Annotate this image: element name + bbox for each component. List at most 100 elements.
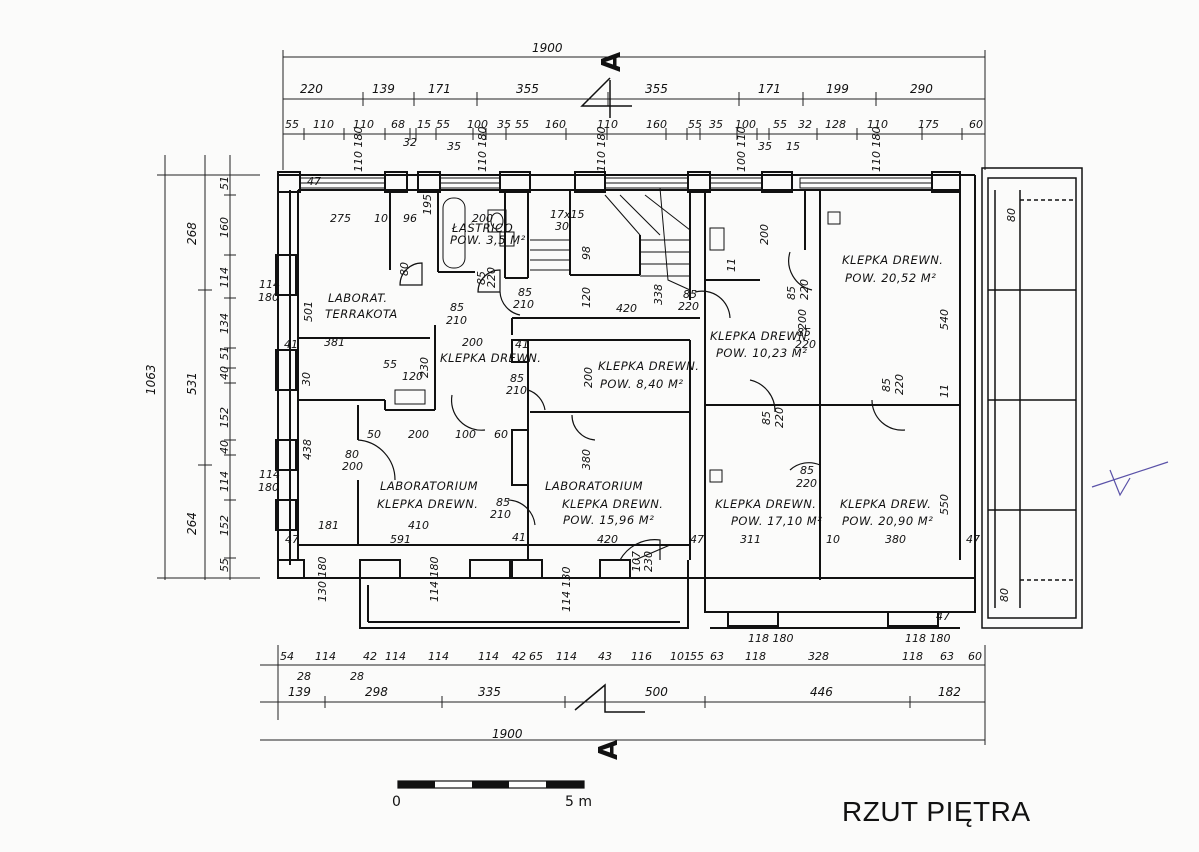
dim-label: 68 — [391, 118, 405, 131]
lower-annex — [359, 545, 976, 629]
room-floor: KLEPKA DREWN. — [377, 497, 478, 511]
dim-label: 380 — [885, 533, 906, 546]
dim-label: 100 — [467, 118, 488, 131]
dim-label: 60 — [494, 428, 508, 441]
dim-label: 355 — [516, 82, 539, 96]
dim-label: 15 — [786, 140, 800, 153]
room-area: POW. 17,10 M² — [731, 514, 822, 528]
dim-label: 200 — [796, 309, 809, 330]
dim-label: 40 — [218, 440, 231, 454]
dimension-lines-left — [157, 155, 260, 580]
dim-label: 114 — [385, 650, 406, 663]
dim-label: 32 — [798, 118, 812, 131]
dim-label: 200 — [582, 367, 595, 388]
dim-label: 63 — [710, 650, 724, 663]
dim-label: 200 — [758, 224, 771, 245]
dim-label: 175 — [918, 118, 939, 131]
dim-label: 41 — [515, 338, 529, 351]
dim-label: 11 — [725, 258, 738, 272]
dim-label: 85 — [785, 286, 798, 300]
dim-label: 110 180 — [476, 127, 489, 173]
dim-label: 118 — [902, 650, 923, 663]
dim-label: 30 — [300, 372, 313, 386]
dim-label: 210 — [513, 298, 534, 311]
dim-label: 80 — [1005, 208, 1018, 222]
section-mark-top: A — [580, 52, 632, 118]
dim-label: 47 — [936, 610, 950, 623]
dim-label: 171 — [758, 82, 781, 96]
dimension-text-top: 1900 220 139 171 355 355 171 199 290 55 … — [285, 41, 983, 153]
dim-left-outer: 1063 — [144, 364, 158, 395]
interior-walls — [297, 190, 960, 580]
dim-label: 35 — [447, 140, 461, 153]
dim-label: 200 — [408, 428, 429, 441]
dim-label: 328 — [808, 650, 829, 663]
room-name: LABORATORIUM — [380, 479, 478, 493]
dim-label: 446 — [810, 685, 833, 699]
dim-label: 110 — [867, 118, 888, 131]
dim-label: 60 — [969, 118, 983, 131]
dim-label: 85 — [797, 326, 811, 339]
dim-label: 35 — [758, 140, 772, 153]
room-floor: KLEPKA DREWN. — [562, 497, 663, 511]
dim-label: 110 — [353, 118, 374, 131]
dim-label: 220 — [300, 82, 323, 96]
dim-label: 220 — [485, 267, 498, 288]
dim-label: 110 180 — [352, 127, 365, 173]
dimension-lines-top — [282, 50, 986, 170]
dim-label: 550 — [938, 494, 951, 515]
dim-label: 55 — [515, 118, 529, 131]
dim-label: 114 — [259, 278, 280, 291]
dim-label: 100 110 — [735, 127, 748, 173]
dim-label: 110 — [313, 118, 334, 131]
dim-label: 591 — [390, 533, 411, 546]
dim-label: 85 — [450, 301, 464, 314]
dim-label: 110 — [597, 118, 618, 131]
dim-label: 50 — [367, 428, 381, 441]
dim-label: 41 — [284, 338, 298, 351]
dim-label: 298 — [365, 685, 388, 699]
room-name: LABORAT. — [328, 291, 388, 305]
dim-label: 100 — [455, 428, 476, 441]
dim-label: 28 — [350, 670, 364, 683]
dim-label: 60 — [968, 650, 982, 663]
dim-label: 311 — [740, 533, 761, 546]
dim-label: 120 — [580, 287, 593, 308]
dim-label: 160 — [545, 118, 566, 131]
dim-label: 85 — [475, 271, 488, 285]
dim-label: 85 — [496, 496, 510, 509]
dim-label: 40 — [218, 366, 231, 380]
dim-label: 51 — [218, 346, 231, 360]
dim-label: 116 — [631, 650, 652, 663]
dim-label: 47 — [966, 533, 980, 546]
dim-label: 290 — [910, 82, 933, 96]
scale-end-label: 5 m — [565, 794, 592, 810]
dim-label: 420 — [616, 302, 637, 315]
dim-label: 114 — [218, 471, 231, 492]
dim-label: 80 — [398, 262, 411, 276]
dim-label: 55 — [773, 118, 787, 131]
room-area: POW. 20,52 M² — [845, 271, 936, 285]
dim-label: 35 — [709, 118, 723, 131]
plan-title: RZUT PIĘTRA — [842, 796, 1031, 827]
dim-label: 200 — [342, 460, 363, 473]
dim-label: 338 — [652, 284, 665, 305]
dim-label: 540 — [938, 309, 951, 330]
dim-label: 181 — [318, 519, 339, 532]
dim-label: 65 — [529, 650, 543, 663]
dim-label: 210 — [446, 314, 467, 327]
dim-label: 220 — [678, 300, 699, 313]
dim-label: 381 — [324, 336, 345, 349]
room-name: KLEPKA DREWN. — [715, 497, 816, 511]
dim-label: 47 — [307, 175, 321, 188]
room-area: POW. 3,5 M² — [450, 233, 526, 247]
dim-label: 96 — [403, 212, 417, 225]
bathroom-fixtures — [394, 197, 841, 483]
dim-label: 55 — [688, 118, 702, 131]
dim-label: 63 — [940, 650, 954, 663]
dim-label: 220 — [796, 477, 817, 490]
dim-label: 160 — [646, 118, 667, 131]
dim-label: 220 — [795, 338, 816, 351]
